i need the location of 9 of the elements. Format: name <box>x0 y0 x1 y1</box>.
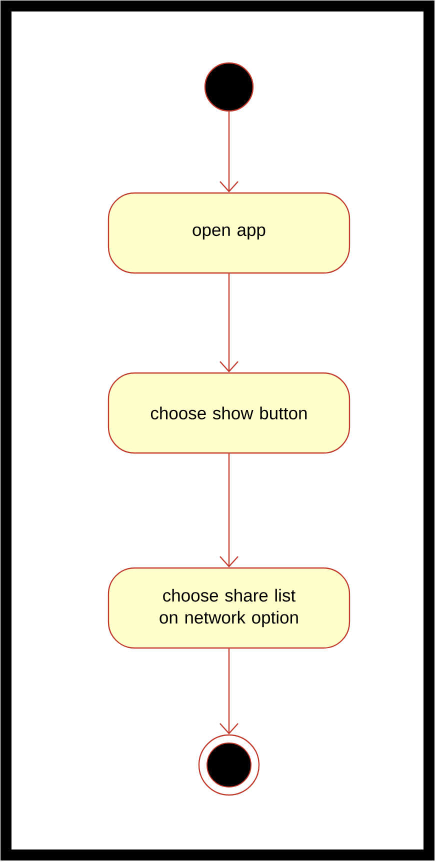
action-box: choose show button <box>108 372 350 454</box>
final-state <box>198 734 260 796</box>
arrow <box>220 112 238 192</box>
action-box: open app <box>108 192 350 274</box>
action-box: choose share list on network option <box>108 567 350 649</box>
arrow <box>220 454 238 568</box>
initial-state <box>204 62 254 112</box>
arrow <box>220 648 238 734</box>
arrow <box>220 274 238 372</box>
